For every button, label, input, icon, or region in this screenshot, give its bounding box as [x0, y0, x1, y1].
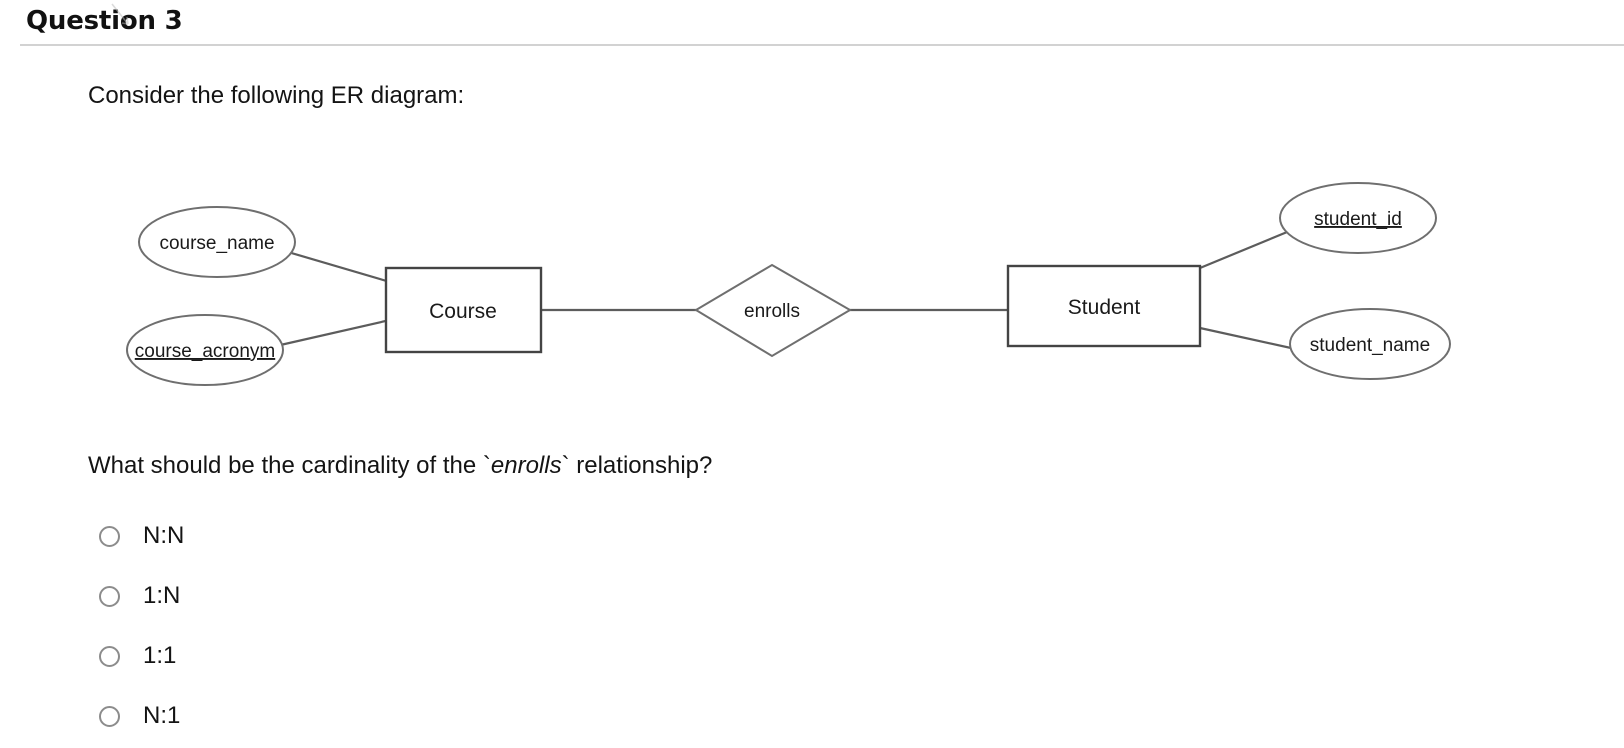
option-label-0: N:N — [143, 522, 185, 549]
connector-student-name — [1199, 326, 1301, 352]
er-diagram: course_name course_acronym Course enroll… — [0, 150, 1520, 420]
question-prefix: What should be the cardinality of the ` — [88, 452, 491, 479]
attribute-ellipse-student-name — [1289, 308, 1451, 380]
option-label-2: 1:1 — [143, 642, 177, 669]
relationship-diamond-enrolls — [694, 263, 852, 358]
connector-student-id — [1199, 228, 1293, 270]
radio-button-1[interactable] — [99, 585, 120, 607]
option-row-2[interactable]: 1:1 — [88, 626, 184, 686]
option-row-0[interactable]: N:N — [88, 506, 184, 566]
attribute-label-student-id: student_id — [1314, 209, 1402, 230]
attribute-label-course-name: course_name — [159, 233, 274, 254]
relationship-label-enrolls: enrolls — [744, 301, 800, 322]
radio-button-3[interactable] — [99, 705, 120, 727]
option-row-1[interactable]: 1:N — [88, 566, 184, 626]
question-relationship-name: enrolls — [490, 452, 562, 479]
attribute-label-student-name: student_name — [1310, 335, 1430, 356]
attribute-ellipse-course-acronym — [126, 314, 284, 386]
question-text: What should be the cardinality of the `e… — [88, 452, 712, 480]
entity-label-course: Course — [429, 300, 497, 323]
option-row-3[interactable]: N:1 — [88, 686, 184, 746]
radio-button-2[interactable] — [99, 645, 120, 667]
question-suffix: ` relationship? — [561, 452, 713, 479]
option-label-1: 1:N — [143, 582, 181, 609]
attribute-ellipse-student-id — [1279, 182, 1437, 254]
connector-course-acronym — [275, 318, 391, 348]
option-label-3: N:1 — [143, 702, 181, 729]
entity-box-course — [384, 266, 543, 354]
attribute-label-course-acronym: course_acronym — [135, 341, 275, 362]
entity-box-student — [1006, 264, 1202, 348]
attribute-ellipse-course-name — [138, 206, 296, 278]
connector-course-name — [287, 250, 391, 284]
prompt-intro-text: Consider the following ER diagram: — [88, 82, 465, 109]
page-title: Question 3 — [26, 6, 183, 36]
answer-options: N:N 1:N 1:1 N:1 — [88, 506, 184, 746]
radio-button-0[interactable] — [99, 525, 120, 547]
entity-label-student: Student — [1068, 296, 1141, 319]
header-divider — [20, 44, 1624, 46]
